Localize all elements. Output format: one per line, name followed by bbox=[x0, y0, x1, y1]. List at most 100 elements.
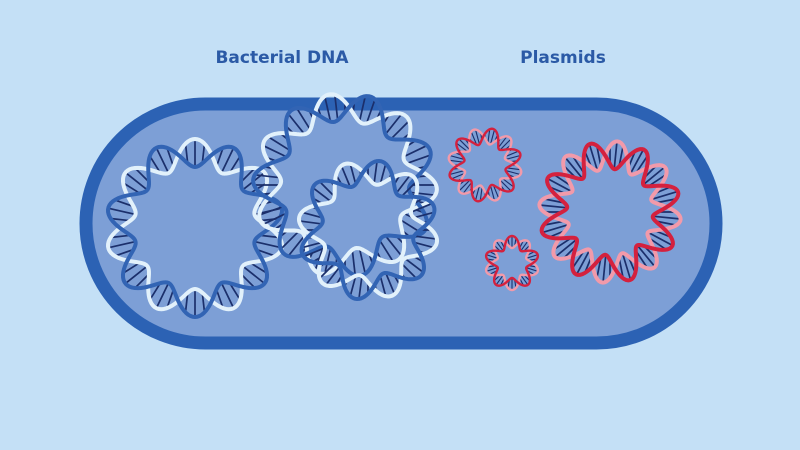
base-pair bbox=[299, 220, 322, 225]
base-pair bbox=[263, 212, 286, 225]
base-pair bbox=[496, 275, 504, 285]
base-pair bbox=[630, 149, 644, 174]
base-pair bbox=[319, 263, 335, 279]
base-pair bbox=[621, 253, 632, 280]
plasmid-small-bottom-base-pairs bbox=[487, 237, 537, 289]
base-pair bbox=[463, 182, 472, 194]
base-pair bbox=[414, 235, 437, 240]
base-pair bbox=[414, 241, 434, 249]
base-pair bbox=[507, 238, 510, 246]
base-pair bbox=[358, 249, 366, 273]
base-pair bbox=[324, 249, 332, 273]
base-pair bbox=[414, 211, 434, 219]
bacterial-dna-loop-upper-strand-light bbox=[257, 92, 439, 276]
base-pair bbox=[349, 164, 357, 184]
base-pair bbox=[385, 236, 402, 256]
base-pair bbox=[296, 108, 311, 130]
base-pair bbox=[166, 148, 174, 166]
base-pair bbox=[379, 240, 394, 262]
base-pair bbox=[216, 290, 224, 308]
bacterial-dna-loop-right-strand-light bbox=[296, 161, 440, 299]
base-pair bbox=[319, 181, 335, 197]
base-pair bbox=[351, 250, 356, 275]
base-pair bbox=[656, 220, 676, 226]
base-pair bbox=[109, 207, 135, 216]
base-pair bbox=[544, 220, 564, 226]
base-pair bbox=[242, 265, 265, 284]
base-pair bbox=[498, 136, 507, 148]
base-pair bbox=[401, 181, 417, 197]
base-pair bbox=[404, 145, 427, 158]
base-pair bbox=[648, 232, 673, 246]
base-pair bbox=[572, 156, 585, 174]
base-pair bbox=[349, 276, 357, 296]
base-pair bbox=[520, 241, 528, 251]
base-pair bbox=[487, 258, 495, 261]
base-pair bbox=[411, 202, 432, 213]
base-pair bbox=[487, 130, 491, 143]
base-pair bbox=[519, 278, 524, 285]
plasmid-small-top-strand-dark bbox=[448, 127, 522, 203]
base-pair bbox=[618, 146, 624, 166]
base-pair bbox=[123, 182, 140, 194]
base-pair bbox=[373, 161, 378, 184]
plasmid-small-top-strand-light bbox=[447, 128, 523, 202]
base-pair bbox=[500, 139, 511, 150]
plasmids-label: Plasmids bbox=[520, 48, 606, 68]
base-pair bbox=[450, 155, 464, 160]
base-pair bbox=[324, 97, 332, 121]
base-pair bbox=[496, 241, 504, 251]
base-pair bbox=[401, 263, 417, 279]
base-pair bbox=[475, 186, 480, 200]
base-pair bbox=[216, 148, 224, 166]
base-pair bbox=[111, 234, 130, 239]
plasmid-small-top bbox=[447, 127, 523, 203]
base-pair bbox=[635, 250, 648, 268]
base-pair bbox=[257, 249, 275, 257]
base-pair bbox=[149, 283, 161, 300]
base-pair bbox=[500, 278, 505, 285]
bacterial-dna-loop-large bbox=[106, 137, 284, 319]
base-pair bbox=[358, 276, 363, 299]
bacterial-dna-loop-upper-strand-dark bbox=[251, 94, 433, 278]
base-pair bbox=[288, 236, 305, 256]
plasmid-large-strand-dark bbox=[539, 141, 681, 283]
base-pair bbox=[506, 155, 520, 160]
base-pair bbox=[313, 187, 331, 202]
base-pair bbox=[520, 275, 528, 285]
base-pair bbox=[229, 156, 241, 173]
base-pair bbox=[407, 154, 431, 164]
base-pair bbox=[596, 258, 602, 278]
base-pair bbox=[542, 223, 569, 234]
base-pair bbox=[366, 99, 376, 123]
base-pair bbox=[648, 237, 666, 250]
base-pair bbox=[229, 283, 241, 300]
base-pair bbox=[572, 250, 585, 268]
base-pair bbox=[656, 198, 676, 204]
plasmid-large-base-pairs bbox=[540, 142, 680, 282]
base-pair bbox=[109, 240, 135, 249]
base-pair bbox=[500, 241, 505, 248]
bacterial-dna-label: Bacterial DNA bbox=[215, 48, 349, 68]
base-pair bbox=[514, 238, 517, 246]
base-pair bbox=[519, 241, 524, 248]
base-pair bbox=[452, 173, 465, 179]
base-pair bbox=[494, 245, 500, 251]
base-pair bbox=[544, 198, 564, 204]
base-pair bbox=[115, 249, 133, 257]
base-pair bbox=[494, 275, 500, 281]
base-pair bbox=[651, 190, 678, 201]
base-pair bbox=[325, 267, 340, 285]
base-pair bbox=[487, 254, 497, 259]
base-pair bbox=[450, 170, 464, 175]
base-pair bbox=[358, 97, 366, 121]
base-pair bbox=[379, 164, 387, 184]
base-pair bbox=[576, 250, 590, 275]
base-pair bbox=[554, 174, 572, 187]
dna-layer bbox=[106, 92, 683, 319]
base-pair bbox=[125, 172, 148, 191]
base-pair bbox=[255, 240, 281, 249]
base-pair bbox=[166, 290, 174, 308]
base-pair bbox=[479, 187, 483, 200]
